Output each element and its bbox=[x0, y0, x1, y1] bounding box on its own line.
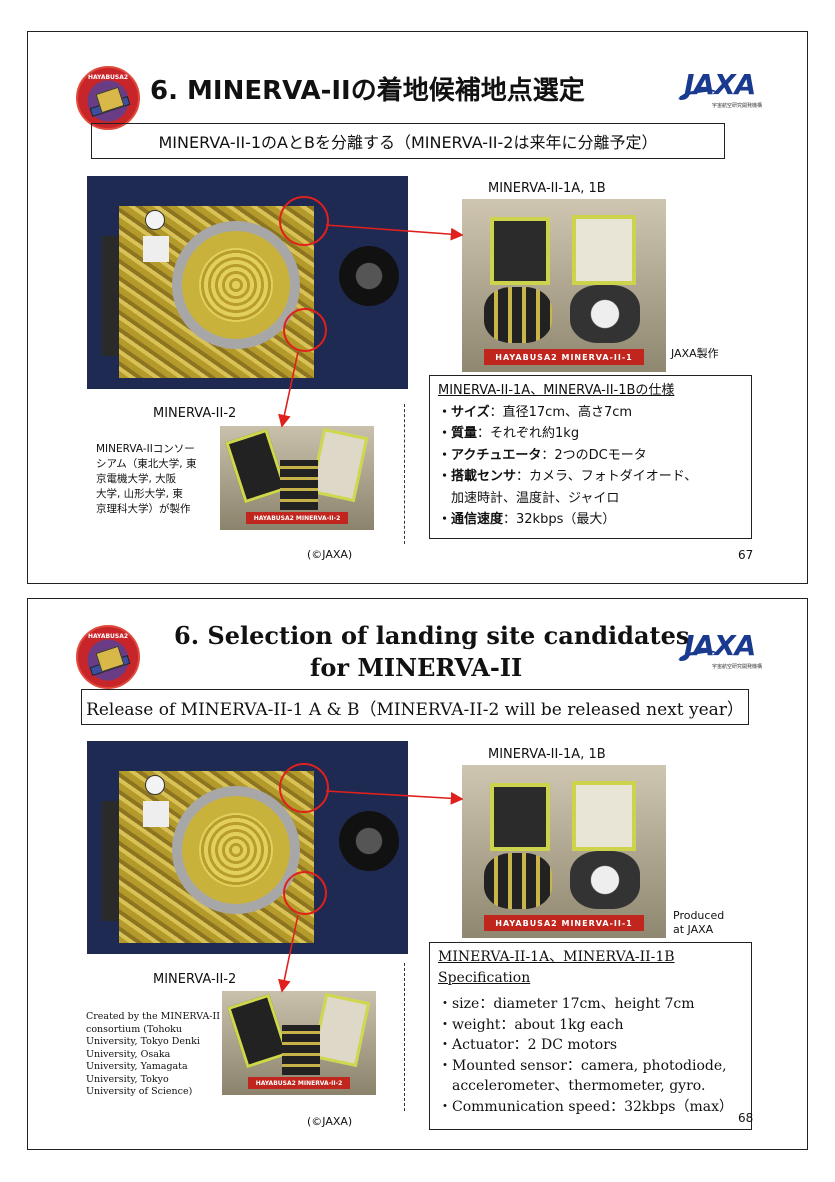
mission-logo-craft bbox=[95, 86, 125, 114]
hayabusa2-spacecraft-photo bbox=[87, 176, 408, 389]
jaxa-credit-line: at JAXA bbox=[673, 923, 714, 936]
spec-item-value: ：それぞれ約1kg bbox=[477, 426, 580, 441]
minerva-2-location-circle bbox=[283, 308, 327, 352]
minerva-2-label: MINERVA-II-2 bbox=[153, 406, 237, 421]
minerva-2-nameplate: HAYABUSA2 MINERVA-II-2 bbox=[246, 512, 348, 524]
spec-item-value: ：2つのDCモータ bbox=[541, 447, 647, 463]
minerva-1-nameplate: HAYABUSA2 MINERVA-II-1 bbox=[484, 915, 644, 931]
spec-box: MINERVA-II-1A、MINERVA-II-1B Specificatio… bbox=[429, 942, 752, 1130]
spec-item: ・質量：それぞれ約1kg bbox=[438, 423, 743, 445]
minerva-2-photo: HAYABUSA2 MINERVA-II-2 bbox=[222, 991, 376, 1095]
jaxa-logo-subtext: 宇宙航空研究開発機構 bbox=[712, 664, 763, 670]
consortium-line: シアム（東北大学, 東 bbox=[96, 458, 197, 470]
hayabusa2-mission-logo: HAYABUSA2 bbox=[76, 625, 140, 689]
spec-item: ・size：diameter 17cm、height 7cm bbox=[438, 996, 695, 1012]
consortium-line: 京理科大学）が製作 bbox=[96, 503, 191, 515]
minerva-2-nameplate: HAYABUSA2 MINERVA-II-2 bbox=[248, 1077, 350, 1089]
minerva-1-label: MINERVA-II-1A, 1B bbox=[488, 747, 606, 762]
spec-item-label: ・アクチュエータ bbox=[438, 447, 542, 463]
mission-logo-craft bbox=[95, 645, 125, 673]
spec-item-value: ：32kbps（最大） bbox=[503, 512, 616, 527]
minerva-1-nameplate: HAYABUSA2 MINERVA-II-1 bbox=[484, 349, 644, 365]
spec-item: ・Communication speed：32kbps（max） bbox=[438, 1098, 733, 1115]
spec-item: ・搭載センサ：カメラ、フォトダイオード、 bbox=[438, 466, 743, 488]
page-number: 67 bbox=[738, 548, 754, 562]
spec-item: ・Mounted sensor：camera, photodiode, bbox=[438, 1057, 727, 1074]
copyright: (©JAXA) bbox=[307, 548, 353, 561]
spec-item-label: ・搭載センサ bbox=[438, 469, 517, 484]
consortium-line: University, Tokyo bbox=[86, 1073, 169, 1085]
minerva-2-photo: HAYABUSA2 MINERVA-II-2 bbox=[220, 426, 374, 530]
slide-title: 6. MINERVA-IIの着地候補地点選定 bbox=[150, 76, 585, 106]
consortium-line: MINERVA-IIコンソー bbox=[96, 443, 195, 455]
minerva-1-photo: HAYABUSA2 MINERVA-II-1 bbox=[462, 765, 666, 938]
minerva-1-location-circle bbox=[279, 763, 329, 813]
spec-item-label: ・サイズ bbox=[438, 404, 490, 420]
copyright: (©JAXA) bbox=[307, 1115, 353, 1128]
consortium-line: University, Tokyo Denki bbox=[86, 1036, 200, 1047]
slide-title-line-1: 6. Selection of landing site candidates bbox=[174, 621, 690, 650]
dashed-divider bbox=[404, 963, 405, 1111]
spec-box: MINERVA-II-1A、MINERVA-II-1Bの仕様 ・サイズ：直径17… bbox=[429, 375, 752, 539]
jaxa-logo-mark: JAXA bbox=[684, 629, 756, 662]
jaxa-credit: JAXA製作 bbox=[671, 347, 719, 360]
minerva-1-photo: HAYABUSA2 MINERVA-II-1 bbox=[462, 199, 666, 372]
jaxa-credit: Produced at JAXA bbox=[673, 909, 724, 937]
jaxa-logo: JAXA 宇宙航空研究開発機構 bbox=[677, 629, 764, 675]
jaxa-logo-subtext: 宇宙航空研究開発機構 bbox=[712, 103, 763, 109]
slide-title-line-2: for MINERVA-II bbox=[310, 653, 523, 682]
jaxa-credit-line: Produced bbox=[673, 909, 725, 922]
jaxa-logo-mark: JAXA bbox=[684, 68, 756, 101]
spec-item-value: ：カメラ、フォトダイオード、 bbox=[516, 469, 698, 484]
spec-item: ・サイズ：直径17cm、高さ7cm bbox=[438, 402, 743, 424]
consortium-line: University, Osaka bbox=[86, 1048, 171, 1060]
slide-subtitle: MINERVA-II-1のAとBを分離する（MINERVA-II-2は来年に分離… bbox=[91, 123, 725, 159]
hayabusa2-mission-logo: HAYABUSA2 bbox=[76, 66, 140, 130]
minerva-1-label: MINERVA-II-1A, 1B bbox=[488, 181, 606, 196]
spec-item: ・weight：about 1kg each bbox=[438, 1016, 624, 1033]
minerva-2-label: MINERVA-II-2 bbox=[153, 972, 237, 987]
spec-item-label: ・質量 bbox=[438, 426, 478, 441]
mission-logo-ring-text: HAYABUSA2 bbox=[87, 74, 129, 81]
dashed-divider bbox=[404, 404, 405, 544]
consortium-line: consortium (Tohoku bbox=[86, 1023, 183, 1035]
minerva-1-location-circle bbox=[279, 196, 329, 246]
spec-item: ・Actuator：2 DC motors bbox=[438, 1037, 618, 1053]
spec-item-value: 加速時計、温度計、ジャイロ bbox=[438, 490, 620, 506]
consortium-note: Created by the MINERVA-II consortium (To… bbox=[86, 1011, 220, 1099]
spec-item: ・通信速度：32kbps（最大） bbox=[438, 509, 743, 531]
spec-item: accelerometer、thermometer, gyro. bbox=[438, 1078, 706, 1094]
spec-item-value: ：直径17cm、高さ7cm bbox=[489, 404, 633, 420]
page-number: 68 bbox=[738, 1111, 754, 1125]
consortium-line: University of Science) bbox=[86, 1086, 193, 1097]
consortium-line: Created by the MINERVA-II bbox=[86, 1011, 221, 1022]
spec-item-label: ・通信速度 bbox=[438, 512, 504, 527]
consortium-line: University, Yamagata bbox=[86, 1061, 188, 1072]
minerva-2-location-circle bbox=[283, 871, 327, 915]
spec-title-line-1: MINERVA-II-1A、MINERVA-II-1B bbox=[438, 949, 675, 965]
spec-title-line-2: Specification bbox=[438, 969, 531, 986]
hayabusa2-spacecraft-photo bbox=[87, 741, 408, 954]
mission-logo-ring-text: HAYABUSA2 bbox=[87, 633, 129, 640]
slide-subtitle: Release of MINERVA-II-1 A & B（MINERVA-II… bbox=[81, 689, 749, 725]
spec-title: MINERVA-II-1A、MINERVA-II-1Bの仕様 bbox=[438, 383, 675, 398]
jaxa-logo: JAXA 宇宙航空研究開発機構 bbox=[677, 68, 764, 114]
spec-item: 加速時計、温度計、ジャイロ bbox=[438, 488, 743, 510]
consortium-note: MINERVA-IIコンソー シアム（東北大学, 東 京電機大学, 大阪 大学,… bbox=[96, 442, 196, 517]
slide-68: HAYABUSA2 6. Selection of landing site c… bbox=[27, 598, 808, 1150]
slide-67: HAYABUSA2 6. MINERVA-IIの着地候補地点選定 JAXA 宇宙… bbox=[27, 31, 808, 584]
consortium-line: 京電機大学, 大阪 bbox=[96, 473, 177, 485]
consortium-line: 大学, 山形大学, 東 bbox=[96, 488, 183, 500]
spec-item: ・アクチュエータ：2つのDCモータ bbox=[438, 445, 743, 467]
